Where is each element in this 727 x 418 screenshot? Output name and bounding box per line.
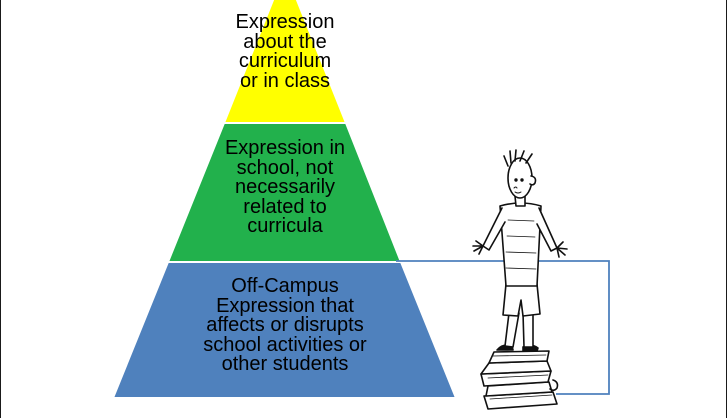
pyramid-middle-label: Expression in school, not necessarily re… <box>187 139 383 237</box>
pyramid-bottom-label: Off-Campus Expression that affects or di… <box>170 277 400 375</box>
pyramid-top-label: Expression about the curriculum or in cl… <box>207 13 363 91</box>
boy-standing-on-books-icon <box>473 150 567 409</box>
